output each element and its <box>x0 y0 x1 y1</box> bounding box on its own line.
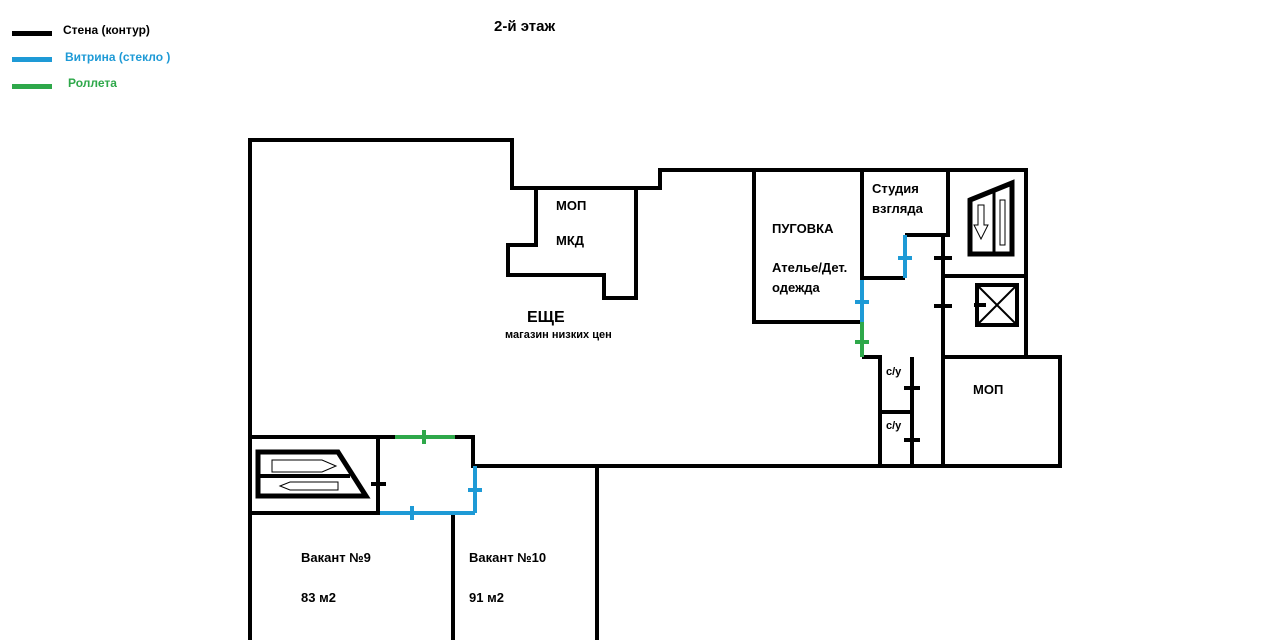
glass-walls <box>380 235 912 520</box>
room-mop-top: МОП <box>556 198 587 213</box>
page-title: 2-й этаж <box>494 18 556 35</box>
room-mkd: МКД <box>556 233 585 248</box>
room-pugovka: ПУГОВКА <box>772 221 834 236</box>
legend-glass-swatch <box>12 57 52 62</box>
walls <box>248 138 1062 640</box>
room-studio-1: Студия <box>872 181 919 196</box>
room-eshche: ЕЩЕ <box>527 309 565 326</box>
legend-wall-swatch <box>12 31 52 36</box>
legend-wall-label: Стена (контур) <box>63 23 150 37</box>
room-wc-2: с/у <box>886 420 902 432</box>
room-pugovka-sub2: одежда <box>772 280 820 295</box>
room-eshche-subtitle: магазин низких цен <box>505 329 612 341</box>
legend-shutter-swatch <box>12 84 52 89</box>
room-wc-1: с/у <box>886 366 902 378</box>
room-pugovka-sub1: Ателье/Дет. <box>772 260 848 275</box>
freight-elevator-icon <box>975 283 1019 327</box>
room-vacant-10-area: 91 м2 <box>469 590 504 605</box>
room-vacant-9: Вакант №9 <box>301 550 371 565</box>
room-vacant-10: Вакант №10 <box>469 550 547 565</box>
room-studio-2: взгляда <box>872 201 923 216</box>
escalator-icon <box>255 449 371 499</box>
legend-glass-label: Витрина (стекло ) <box>65 50 171 64</box>
room-vacant-9-area: 83 м2 <box>301 590 336 605</box>
room-mop-right: МОП <box>973 382 1004 397</box>
legend-shutter-label: Роллета <box>68 76 117 90</box>
door-marks <box>371 256 986 486</box>
shutters <box>395 322 869 444</box>
elevator-icon <box>967 179 1015 257</box>
